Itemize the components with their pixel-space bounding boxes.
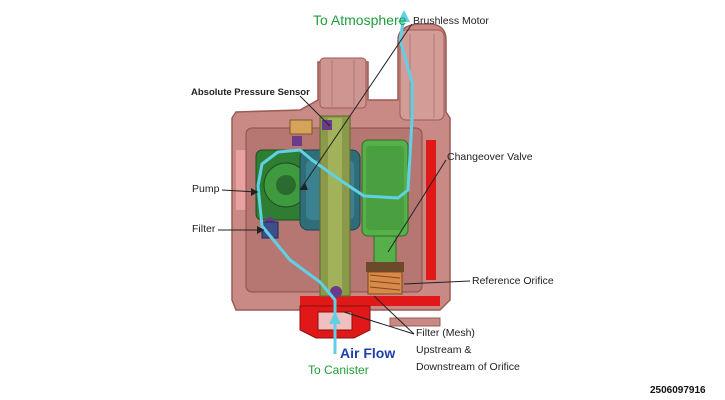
leader-reference-orifice [403, 280, 471, 285]
airflow-arrow-bottom [329, 312, 341, 324]
brushless-motor-label: Brushless Motor [413, 15, 489, 27]
red-seal-right [426, 140, 436, 280]
red-seal-bottom [300, 296, 440, 306]
air-flow-label: Air Flow [340, 345, 396, 361]
absolute-pressure-sensor-label: Absolute Pressure Sensor [191, 87, 310, 98]
sensor-stub [319, 57, 367, 109]
leader-brushless-motor [299, 23, 413, 191]
leader-filter-mesh-2 [373, 295, 415, 335]
reference-orifice-label: Reference Orifice [472, 275, 554, 287]
filter-mesh-label-line3: Downstream of Orifice [416, 361, 520, 373]
to-atmosphere-label: To Atmosphere [313, 12, 407, 28]
airflow-arrow-top [398, 10, 410, 22]
leader-changeover-valve [387, 159, 447, 253]
airflow-path [256, 15, 414, 354]
filter-mesh-label-line2: Upstream & [416, 344, 472, 356]
image-id-label: 2506097916 [650, 385, 706, 396]
red-seal-left [236, 150, 246, 210]
filter-label: Filter [192, 223, 216, 235]
leader-absolute-pressure-sensor [299, 95, 331, 127]
atmosphere-outlet-tube [399, 29, 445, 121]
absolute-pressure-sensor [289, 119, 313, 135]
reference-orifice-spring [367, 271, 403, 295]
pump-label: Pump [192, 183, 220, 195]
to-canister-label: To Canister [308, 363, 369, 377]
changeover-valve-label: Changeover Valve [447, 151, 533, 163]
leader-filter-mesh-1 [343, 311, 415, 335]
filter-mesh-label-line1: Filter (Mesh) [416, 327, 475, 339]
